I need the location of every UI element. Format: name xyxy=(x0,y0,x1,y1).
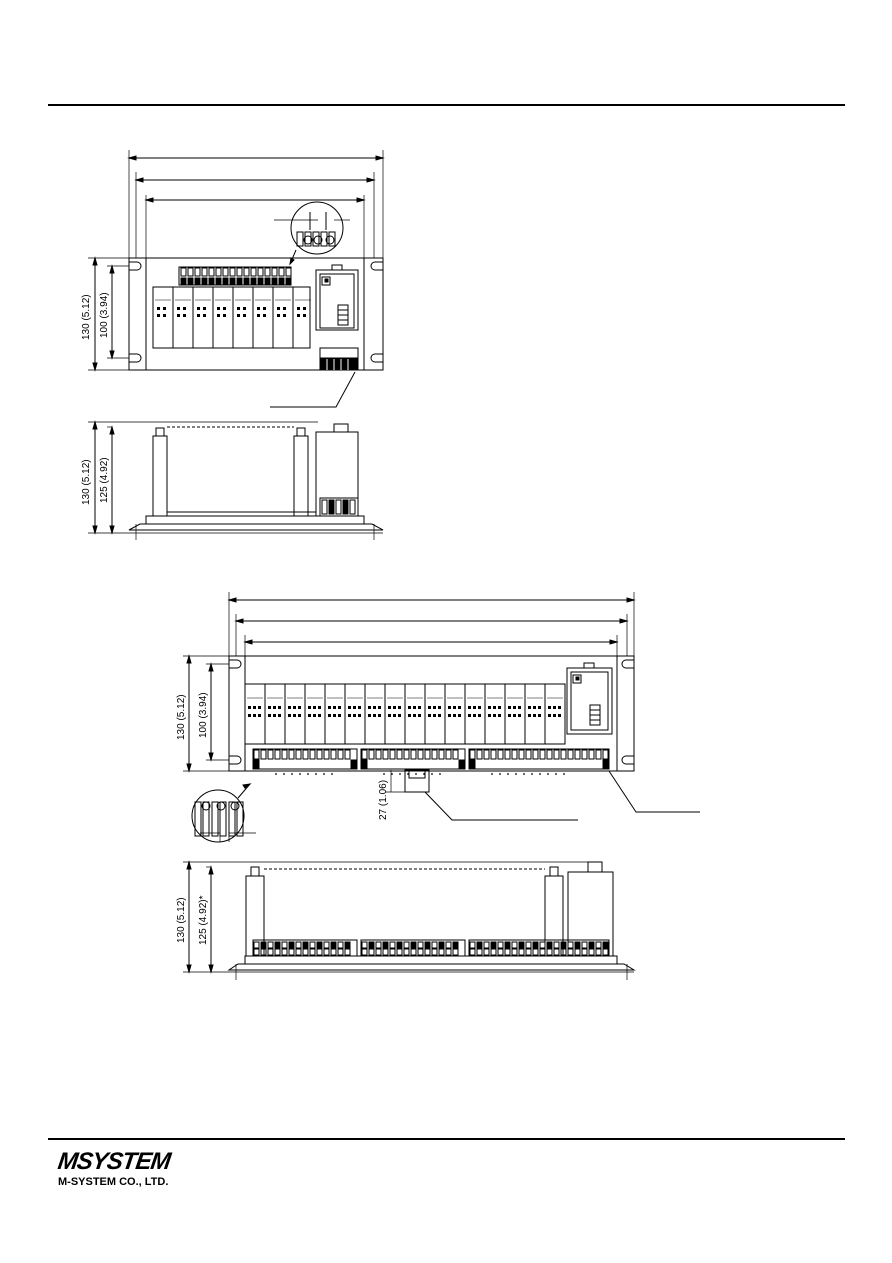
d1-front-height-total: 130 (5.12) xyxy=(81,294,92,340)
d1-side-height-body: 125 (4.92) xyxy=(99,457,110,503)
drawing2-side-view xyxy=(183,860,636,980)
top-rule xyxy=(48,104,845,106)
d2-front-height-total: 130 (5.12) xyxy=(176,694,187,740)
bottom-rule xyxy=(48,1138,845,1140)
d2-side-height-body: 125 (4.92)* xyxy=(198,895,209,945)
logo-wordmark: MSYSTEM xyxy=(56,1148,172,1175)
d2-front-height-mount: 100 (3.94) xyxy=(198,692,209,738)
d2-side-height-total: 130 (5.12) xyxy=(176,897,187,943)
d1-front-height-mount: 100 (3.94) xyxy=(99,292,110,338)
company-logo: MSYSTEM M-SYSTEM CO., LTD. xyxy=(56,1148,172,1188)
drawing1-side-view xyxy=(88,420,384,540)
drawing1-front-view xyxy=(88,150,385,408)
company-name: M-SYSTEM CO., LTD. xyxy=(58,1176,169,1188)
drawing2-front-view xyxy=(183,592,700,843)
d2-connector-depth: 27 (1.06) xyxy=(378,780,389,820)
d1-side-height-total: 130 (5.12) xyxy=(81,459,92,505)
